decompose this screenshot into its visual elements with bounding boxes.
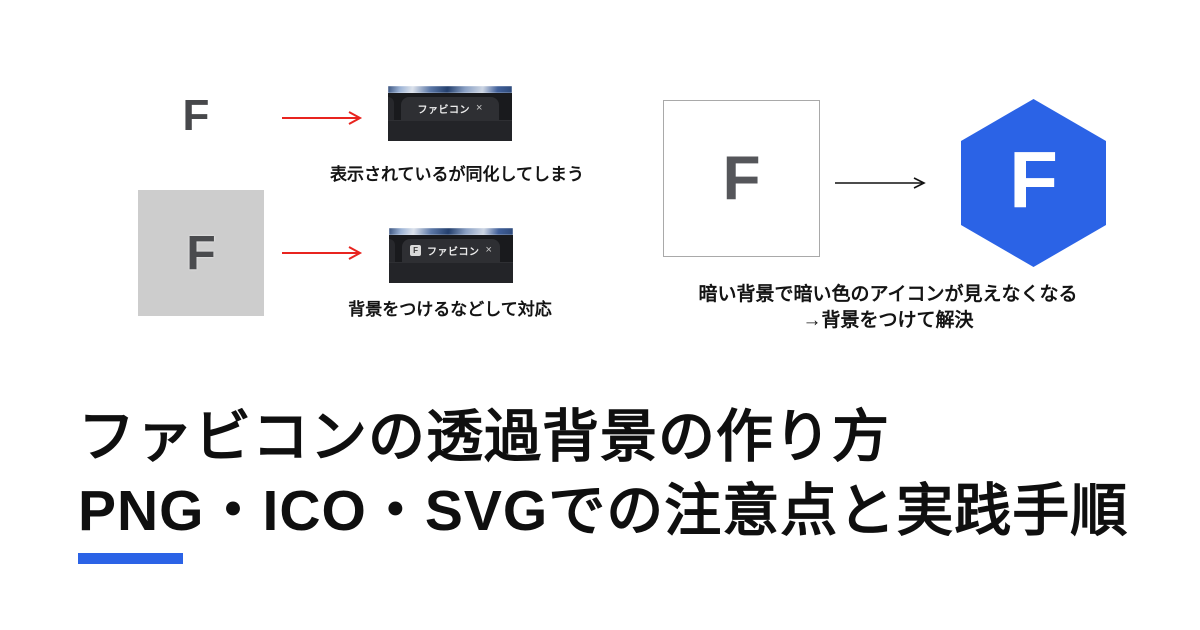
favicon-letter-gray-bg: F [186, 226, 216, 280]
browser-toolbar-area [389, 262, 513, 283]
black-arrow-icon [835, 177, 926, 189]
browser-toolbar-area [388, 120, 512, 141]
tab-title: ファビコン [417, 105, 471, 116]
caption-line-1: 暗い背景で暗い色のアイコンが見えなくなる [698, 284, 1078, 305]
blue-hexagon-favicon: F [961, 99, 1106, 267]
close-icon: × [485, 244, 492, 256]
caption-dark-background-solution: 暗い背景で暗い色のアイコンが見えなくなる →背景をつけて解決 [636, 282, 1140, 334]
desktop-wallpaper-strip [388, 86, 512, 93]
title-line-1: ファビコンの透過背景の作り方 [78, 405, 890, 469]
caption-line-2: →背景をつけて解決 [802, 310, 974, 331]
dark-icon-on-white-square: F [663, 100, 820, 257]
tab-title: ファビコン [427, 247, 480, 258]
active-tab: ファビコン × [401, 97, 499, 120]
red-arrow-icon [282, 111, 363, 125]
source-favicon-letter: F [722, 144, 761, 213]
browser-tab-mockup-visible-favicon: F ファビコン × [389, 228, 513, 283]
tab-bar: ファビコン × [388, 93, 512, 120]
tab-favicon-icon: F [410, 245, 422, 256]
desktop-wallpaper-strip [389, 228, 513, 235]
active-tab: F ファビコン × [402, 239, 500, 262]
favicon-with-gray-background: F [138, 190, 264, 316]
caption-blends-in: 表示されているが同化してしまう [330, 165, 584, 184]
result-favicon-letter: F [1009, 135, 1058, 224]
title-line-2: PNG・ICO・SVGでの注意点と実践手順 [78, 479, 1129, 543]
adjacent-tab-sliver [389, 239, 395, 262]
caption-add-background: 背景をつけるなどして対応 [348, 300, 552, 319]
favicon-letter-transparent: F [182, 91, 210, 140]
page-title: ファビコンの透過背景の作り方 PNG・ICO・SVGでの注意点と実践手順 [78, 400, 1158, 548]
red-arrow-icon [282, 246, 363, 260]
tab-bar: F ファビコン × [389, 235, 513, 262]
close-icon: × [476, 102, 483, 114]
title-accent-bar [78, 553, 183, 564]
adjacent-tab-sliver [388, 97, 394, 120]
browser-tab-mockup-invisible-favicon: ファビコン × [388, 86, 512, 141]
